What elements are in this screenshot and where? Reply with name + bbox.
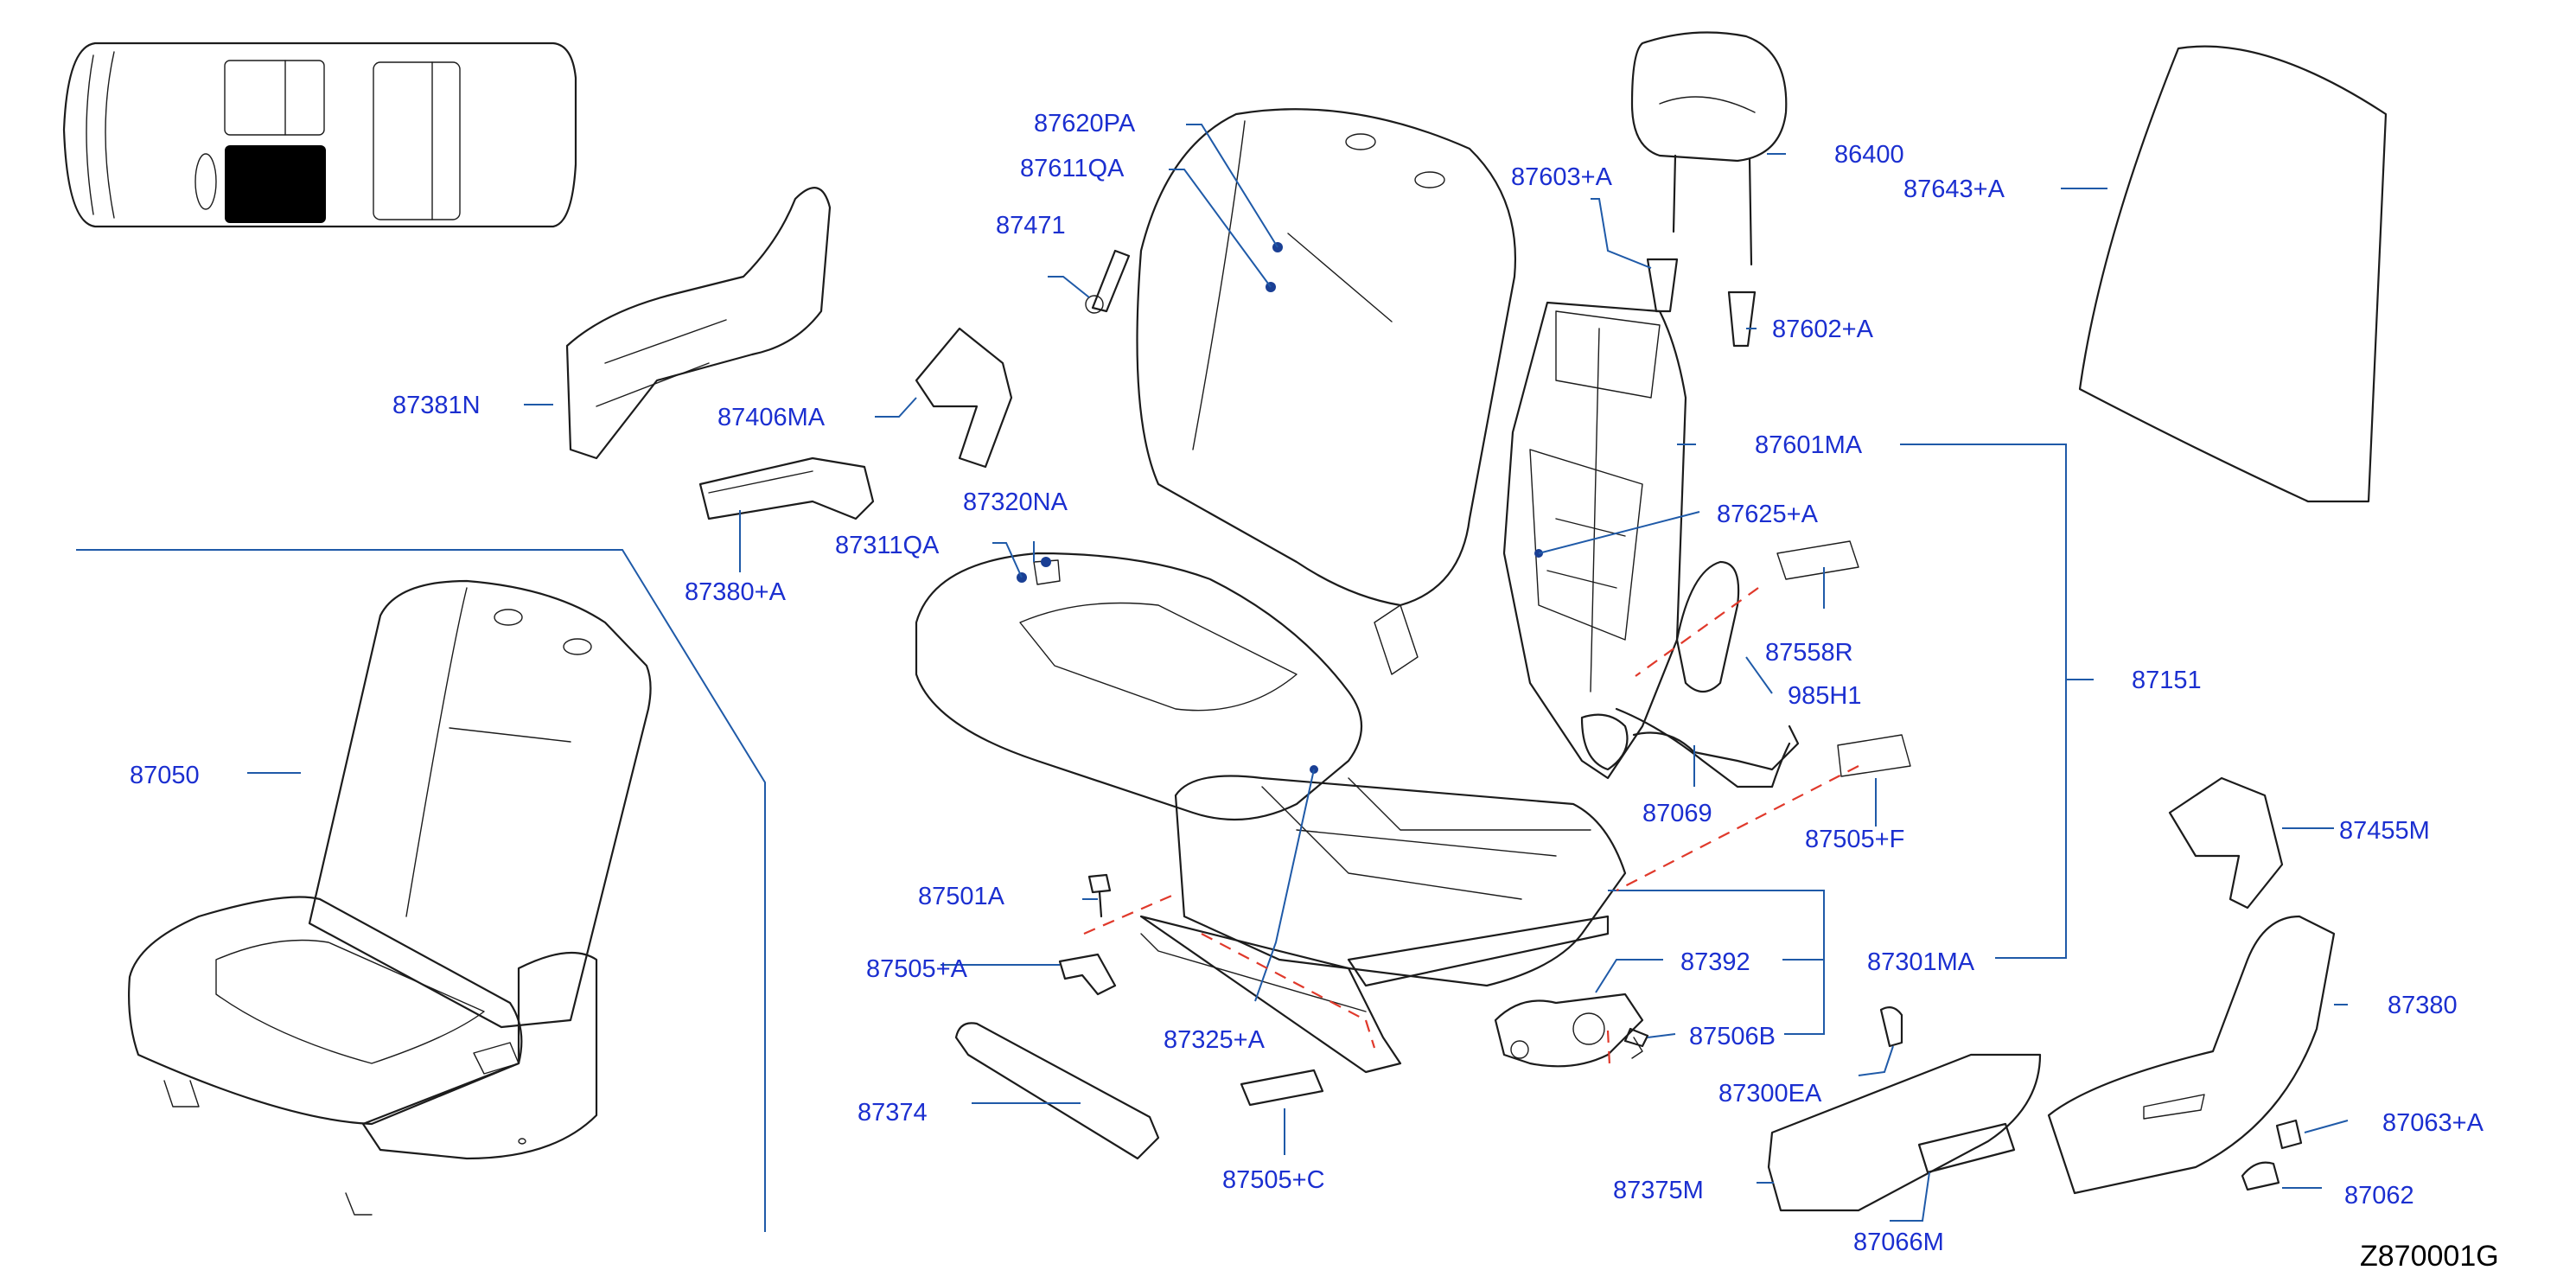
label-87406MA: 87406MA bbox=[717, 404, 826, 431]
label-87471: 87471 bbox=[996, 212, 1066, 239]
alignment-dashes bbox=[1083, 587, 1859, 1066]
label-87603A: 87603+A bbox=[1511, 163, 1613, 191]
label-87505C: 87505+C bbox=[1222, 1166, 1325, 1194]
label-87375M: 87375M bbox=[1613, 1177, 1704, 1204]
seat-cushion bbox=[915, 552, 1363, 821]
label-87320NA: 87320NA bbox=[963, 488, 1068, 516]
label-87380A: 87380+A bbox=[685, 578, 787, 606]
cushion-frame bbox=[1139, 765, 1627, 1074]
label-87301MA: 87301MA bbox=[1867, 948, 1975, 976]
label-985H1: 985H1 bbox=[1788, 682, 1861, 710]
selected-seat-position bbox=[225, 145, 326, 223]
label-87602A: 87602+A bbox=[1772, 316, 1874, 343]
label-87505A: 87505+A bbox=[866, 955, 968, 983]
label-87455M: 87455M bbox=[2339, 817, 2430, 845]
label-87506B: 87506B bbox=[1689, 1023, 1776, 1050]
small-parts bbox=[565, 187, 2336, 1212]
label-86400: 86400 bbox=[1834, 141, 1904, 169]
vehicle-locator bbox=[62, 41, 577, 228]
label-87063A: 87063+A bbox=[2382, 1109, 2484, 1137]
label-87601MA: 87601MA bbox=[1755, 431, 1863, 459]
label-87062: 87062 bbox=[2344, 1182, 2414, 1210]
headrest bbox=[1630, 31, 1788, 266]
seatback-cover bbox=[1136, 108, 1516, 607]
back-board bbox=[2078, 45, 2388, 503]
label-87558R: 87558R bbox=[1765, 639, 1853, 667]
label-87151: 87151 bbox=[2132, 667, 2202, 694]
label-87066M: 87066M bbox=[1853, 1229, 1944, 1256]
headrest-guides bbox=[1646, 258, 1757, 348]
seatback-frame bbox=[1374, 301, 1687, 780]
label-87625A: 87625+A bbox=[1717, 501, 1819, 528]
label-87381N: 87381N bbox=[392, 392, 481, 419]
label-87069: 87069 bbox=[1642, 800, 1712, 827]
leader-lines bbox=[247, 124, 2349, 1222]
label-87643A: 87643+A bbox=[1903, 176, 2005, 203]
label-87300EA: 87300EA bbox=[1718, 1080, 1822, 1107]
label-87380: 87380 bbox=[2388, 992, 2458, 1019]
label-87501A: 87501A bbox=[918, 883, 1005, 910]
part-labels: 87620PA 87611QA 87471 87381N 87406MA 873… bbox=[130, 110, 2499, 1273]
label-87374: 87374 bbox=[858, 1099, 928, 1127]
recliner-motor bbox=[1494, 993, 1644, 1068]
label-87505F: 87505+F bbox=[1805, 826, 1904, 853]
label-87392: 87392 bbox=[1680, 948, 1750, 976]
label-87311QA: 87311QA bbox=[835, 532, 940, 559]
seat-assembly-87050 bbox=[128, 579, 652, 1216]
label-87325A: 87325+A bbox=[1164, 1026, 1266, 1054]
diagram-code: Z870001G bbox=[2360, 1240, 2499, 1273]
label-87050: 87050 bbox=[130, 762, 200, 789]
label-87620PA: 87620PA bbox=[1034, 110, 1136, 137]
label-87611QA: 87611QA bbox=[1020, 155, 1125, 182]
lumbar-support bbox=[1615, 540, 1911, 788]
